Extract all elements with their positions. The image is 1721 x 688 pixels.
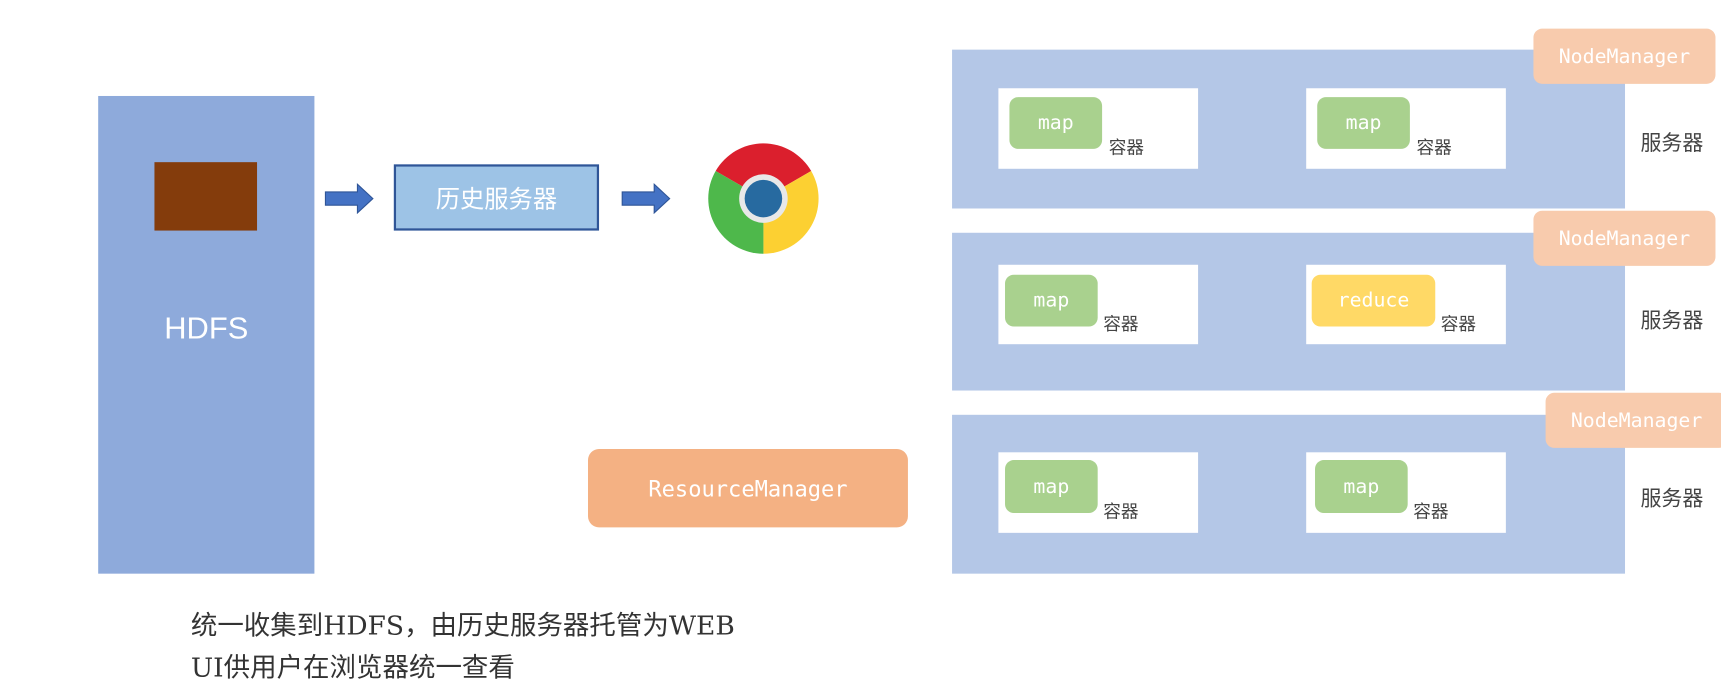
map-task: map bbox=[1005, 274, 1098, 327]
container-label: 容器 bbox=[1440, 313, 1477, 335]
resource-manager: ResourceManager bbox=[588, 449, 908, 528]
map-task: map bbox=[1005, 460, 1098, 513]
caption-line-2: UI供用户在浏览器统一查看 bbox=[190, 651, 515, 683]
map-task: map bbox=[1317, 97, 1410, 149]
container-label: 容器 bbox=[1103, 313, 1139, 335]
caption-line-1: 统一收集到HDFS，由历史服务器托管为WEB bbox=[190, 610, 735, 641]
container-label: 容器 bbox=[1103, 500, 1139, 522]
container-label: 容器 bbox=[1108, 136, 1145, 158]
server-label: 服务器 bbox=[1640, 486, 1704, 511]
caption: 统一收集到HDFS，由历史服务器托管为WEB UI供用户在浏览器统一查看 bbox=[191, 605, 735, 688]
history-server-box: 历史服务器 bbox=[393, 164, 600, 231]
map-task: map bbox=[1315, 460, 1408, 513]
log-file-block bbox=[154, 162, 258, 231]
arrow-right-icon bbox=[621, 183, 671, 215]
server-label: 服务器 bbox=[1640, 308, 1704, 334]
map-task: map bbox=[1009, 97, 1103, 149]
hdfs-label: HDFS bbox=[164, 311, 249, 346]
server-label: 服务器 bbox=[1640, 131, 1704, 156]
arrow-right-icon bbox=[324, 183, 374, 215]
node-manager: NodeManager bbox=[1545, 392, 1721, 448]
node-manager: NodeManager bbox=[1533, 210, 1716, 266]
container-label: 容器 bbox=[1416, 136, 1452, 158]
reduce-task: reduce bbox=[1311, 274, 1436, 327]
chrome-icon bbox=[708, 143, 819, 254]
node-manager: NodeManager bbox=[1533, 28, 1716, 84]
container-label: 容器 bbox=[1413, 500, 1449, 522]
